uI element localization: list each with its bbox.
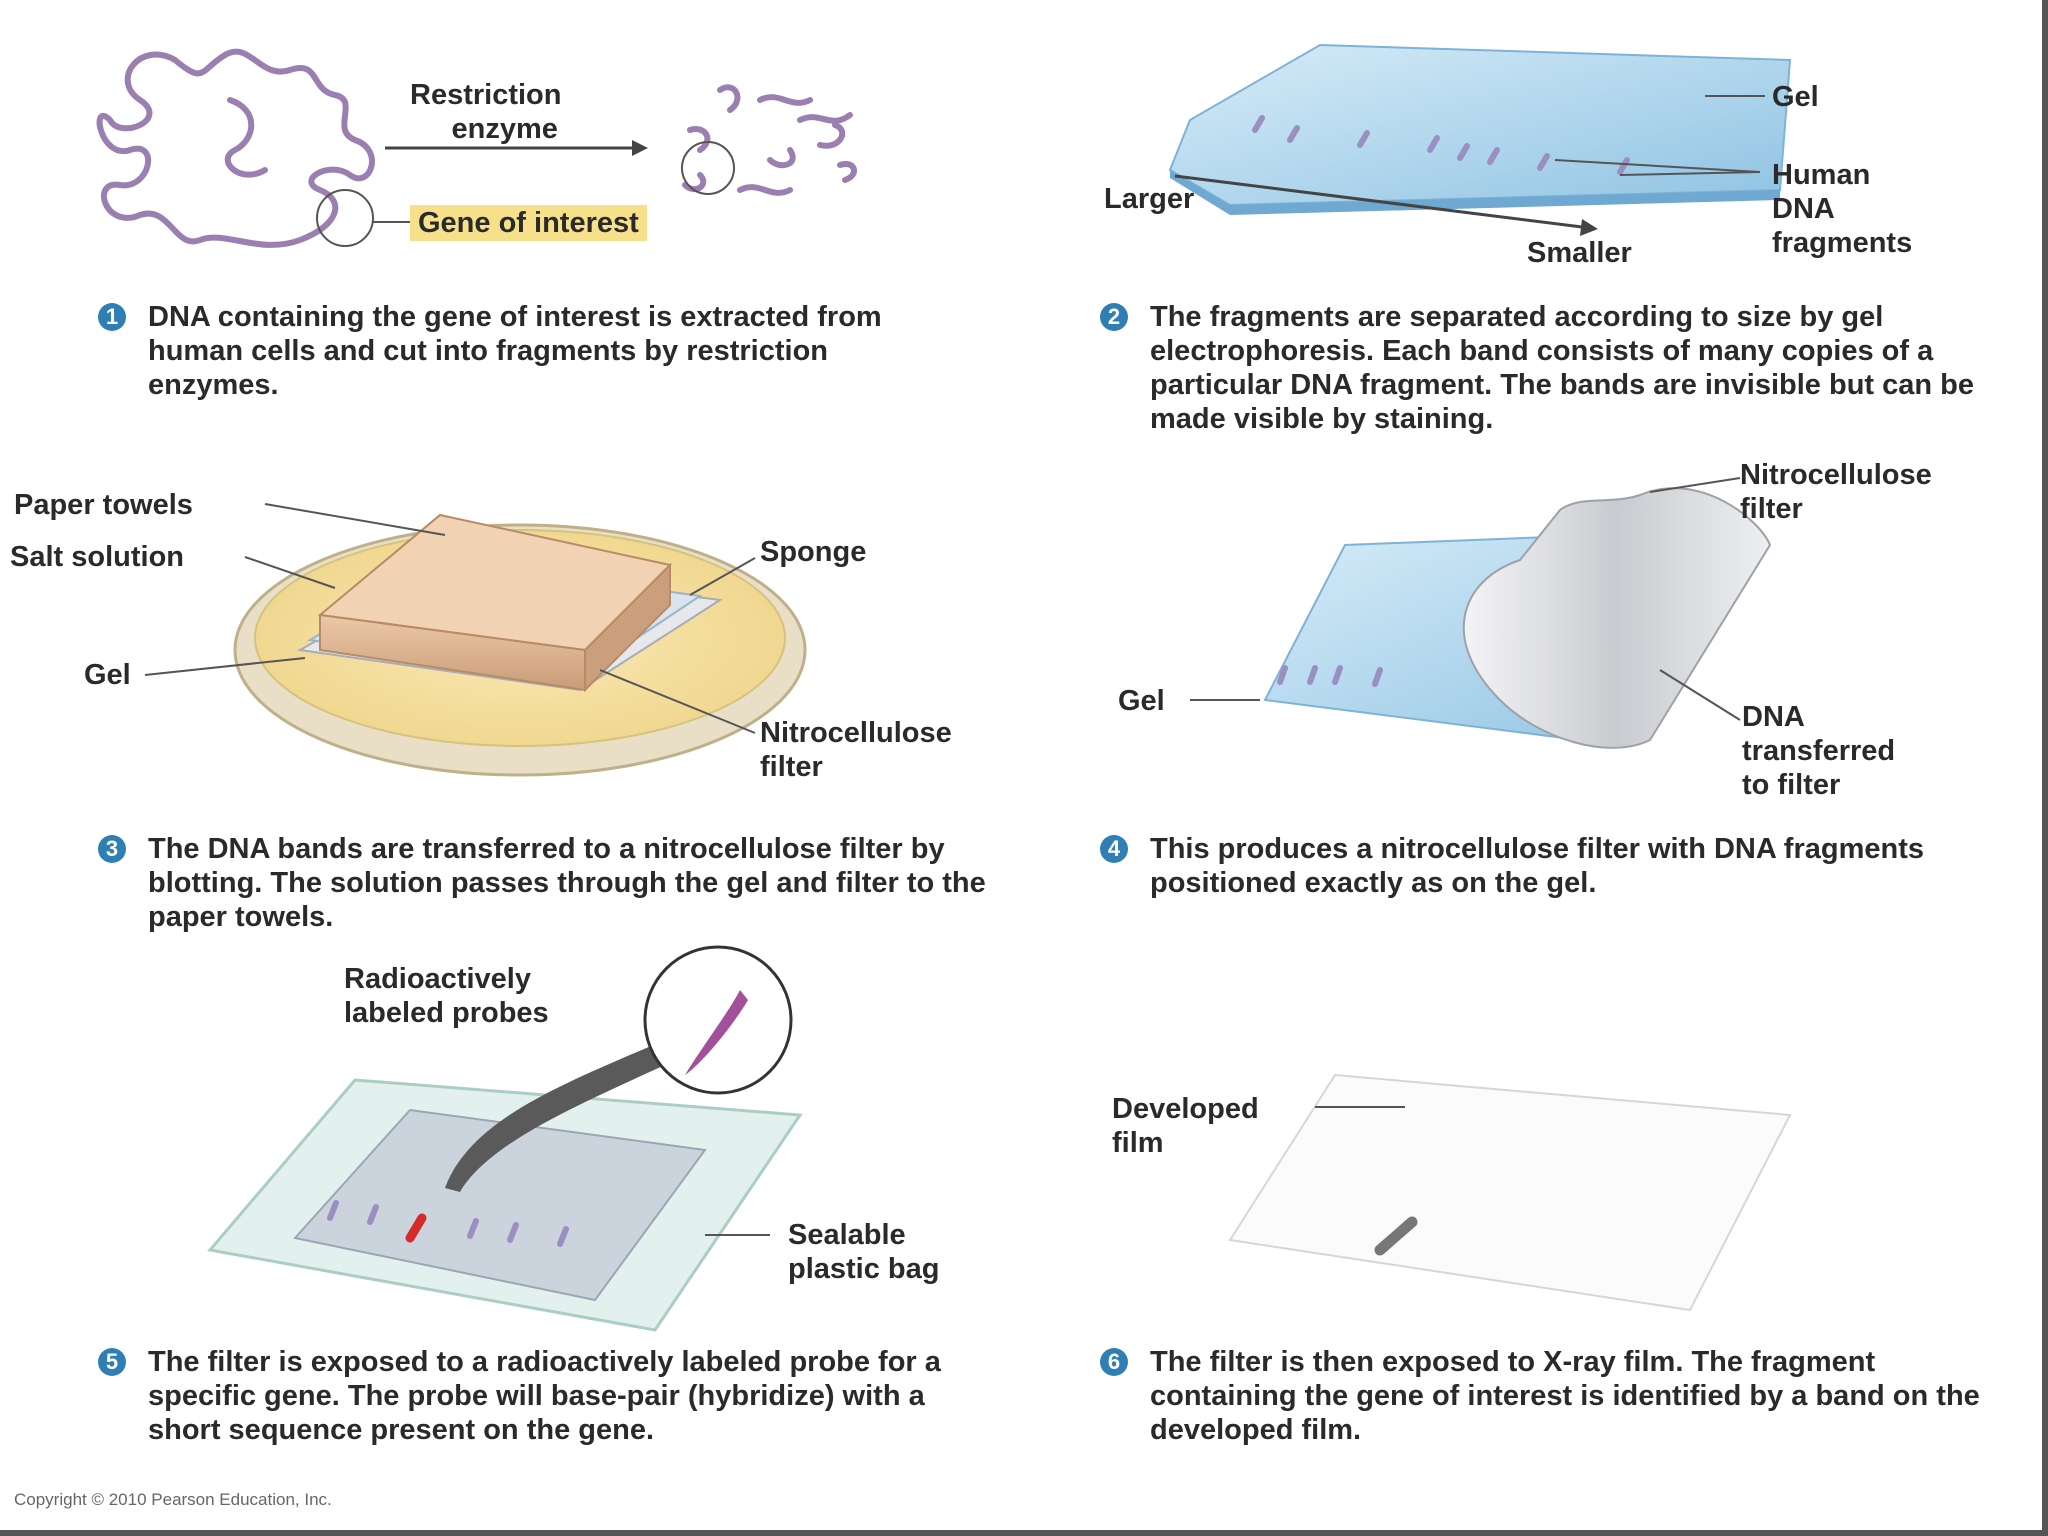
film-band: [1374, 1216, 1418, 1256]
bag-line-1: Sealable: [788, 1219, 906, 1251]
towels-pointer: [264, 503, 446, 536]
paper-towels-label: Paper towels: [14, 489, 193, 521]
smaller-label: Smaller: [1527, 237, 1632, 269]
human-dna-line-3: fragments: [1772, 227, 1913, 259]
probe-pointer: [445, 1040, 680, 1192]
step-1-caption: DNA containing the gene of interest is e…: [148, 301, 882, 401]
probe-magnifier: [643, 945, 793, 1095]
gel-label-3: Gel: [84, 659, 131, 691]
probe-blob: [685, 990, 748, 1075]
gel-edge: [1170, 170, 1780, 215]
dna-transferred-label: DNA transferred to filter: [1742, 700, 1895, 802]
right-border: [2042, 0, 2048, 1536]
nitrocellulose-label-3: Nitrocellulose filter: [760, 716, 952, 784]
gene-of-interest-label: Gene of interest: [410, 205, 647, 241]
step-6-caption: The filter is then exposed to X-ray film…: [1150, 1346, 1980, 1446]
restriction-enzyme-line-2: enzyme: [451, 113, 558, 145]
sponge-label: Sponge: [760, 536, 867, 568]
nitrocellulose-4-line-1: Nitrocellulose: [1740, 459, 1932, 491]
dna-pointer-4: [1659, 669, 1741, 721]
size-arrow: [1174, 174, 1591, 230]
filter-pointer-3: [599, 669, 756, 734]
step-4-badge: 4: [1100, 835, 1128, 863]
salt-solution-label: Salt solution: [10, 541, 184, 573]
film-line-1: Developed: [1112, 1093, 1259, 1125]
probes-line-1: Radioactively: [344, 963, 531, 995]
nitrocellulose-label-4: Nitrocellulose filter: [1740, 458, 1932, 526]
sponge-pointer: [689, 557, 756, 596]
gene-of-interest-text: Gene of interest: [410, 205, 647, 241]
human-dna-fragments-label: Human DNA fragments: [1772, 158, 1912, 260]
larger-label: Larger: [1104, 183, 1195, 215]
filter-curl: [1462, 487, 1772, 749]
gel-bands: [1252, 115, 1630, 175]
dna-fragments: [682, 84, 857, 196]
nitrocellulose-3-line-2: filter: [760, 751, 823, 783]
gene-circle-1: [316, 189, 374, 247]
salt-pointer: [244, 556, 336, 589]
human-dna-line-1: Human: [1772, 159, 1871, 191]
restriction-enzyme-line-1: Restriction: [410, 79, 562, 111]
radioactive-probes-label: Radioactively labeled probes: [344, 962, 549, 1030]
gel-bands-4: [1277, 665, 1383, 687]
gel-pointer-3: [144, 657, 306, 676]
filter-pointer-4: [1649, 477, 1741, 493]
nitrocellulose-3-line-1: Nitrocellulose: [760, 717, 952, 749]
dna-transferred-line-2: transferred: [1742, 735, 1896, 767]
gel-label-2: Gel: [1772, 81, 1819, 113]
filter-bands-5: [327, 1200, 569, 1247]
filter-in-bag: [293, 1108, 707, 1302]
film-line-2: film: [1112, 1127, 1164, 1159]
step-4-caption: This produces a nitrocellulose filter wi…: [1150, 833, 1924, 899]
developed-film-sheet: [1228, 1073, 1792, 1312]
step-2-badge: 2: [1100, 303, 1128, 331]
nitrocellulose-4-line-2: filter: [1740, 493, 1803, 525]
restriction-enzyme-label: Restriction enzyme: [410, 78, 561, 146]
fragments-pointer-1: [1554, 159, 1761, 173]
developed-film-label: Developed film: [1112, 1092, 1259, 1160]
human-dna-line-2: DNA: [1772, 193, 1835, 225]
dna-strand: [96, 48, 375, 248]
step-3-caption: The DNA bands are transferred to a nitro…: [148, 833, 986, 933]
fragments-pointer-2: [1619, 171, 1761, 176]
probes-line-2: labeled probes: [344, 997, 549, 1029]
towel-stack-right: [584, 562, 671, 693]
dna-transferred-line-3: to filter: [1742, 769, 1841, 801]
step-1-badge: 1: [98, 303, 126, 331]
dna-transferred-line-1: DNA: [1742, 701, 1805, 733]
bag-line-2: plastic bag: [788, 1253, 940, 1285]
step-6-badge: 6: [1100, 1348, 1128, 1376]
step-2-caption: The fragments are separated according to…: [1150, 301, 1974, 435]
gel-slab: [1168, 43, 1792, 207]
enzyme-arrow-head: [632, 140, 648, 156]
step-3-badge: 3: [98, 835, 126, 863]
step-5-caption: The filter is exposed to a radioactively…: [148, 1346, 941, 1446]
sealable-bag-label: Sealable plastic bag: [788, 1218, 940, 1286]
gel-label-4: Gel: [1118, 685, 1165, 717]
probe-band: [405, 1213, 427, 1243]
copyright-notice: Copyright © 2010 Pearson Education, Inc.: [14, 1490, 332, 1509]
size-arrow-head: [1580, 219, 1598, 236]
step-5-badge: 5: [98, 1348, 126, 1376]
gene-circle-2: [681, 141, 735, 195]
bottom-border: [0, 1530, 2048, 1536]
